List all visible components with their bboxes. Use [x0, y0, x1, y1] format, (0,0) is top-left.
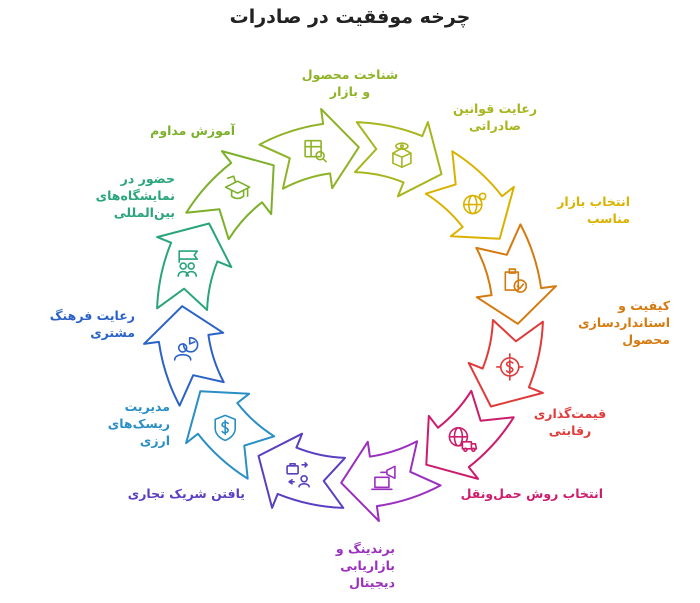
box-eye-icon	[392, 142, 412, 168]
briefcase-person-icon	[286, 461, 310, 488]
shield-dollar-icon	[214, 414, 236, 442]
cycle-segment-3	[424, 150, 515, 240]
step-label-9: مدیریت ریسک‌های ارزی	[107, 399, 170, 448]
cycle-segment-6	[425, 389, 515, 480]
laptop-megaphone-icon	[371, 465, 396, 491]
step-label-5: قیمت‌گذاری رقابتی	[533, 406, 607, 438]
step-label-1: شناخت محصول و بازار	[301, 67, 399, 99]
dollar-target-icon	[495, 353, 524, 381]
graduation-cap-icon	[224, 175, 251, 200]
step-label-11: حضور در نمایشگاه‌های بین‌المللی	[95, 171, 175, 220]
clipboard-check-icon	[504, 268, 528, 293]
step-label-2: رعایت قوانین صادراتی	[452, 101, 538, 133]
globe-leaf-icon	[462, 192, 487, 215]
cycle-segment-10	[143, 305, 225, 407]
step-label-12: آموزش مداوم	[150, 123, 235, 138]
cycle-segment-2	[354, 121, 443, 198]
step-label-3: انتخاب بازار مناسب	[557, 194, 630, 226]
cycle-segment-5	[467, 319, 544, 408]
cycle-segment-12	[185, 150, 275, 241]
step-label-6: انتخاب روش حمل‌ونقل	[460, 486, 603, 501]
step-label-10: رعایت فرهنگ مشتری	[49, 308, 135, 340]
cycle-segment-9	[185, 390, 276, 480]
step-label-8: یافتن شریک تجاری	[127, 486, 245, 501]
people-flag-icon	[177, 250, 198, 277]
diagram-title: چرخه موفقیت در صادرات	[229, 6, 471, 28]
table-search-icon	[304, 139, 327, 163]
cycle-segment-1	[258, 108, 360, 190]
step-label-7: برندینگ و بازاریابی دیجیتال	[335, 541, 395, 590]
globe-truck-icon	[448, 426, 478, 453]
cycle-segment-4	[475, 223, 557, 325]
step-label-4: کیفیت و استانداردسازی محصول	[578, 298, 670, 347]
person-chart-icon	[173, 337, 199, 361]
cycle-segment-8	[257, 432, 346, 509]
cycle-segment-7	[340, 440, 442, 522]
